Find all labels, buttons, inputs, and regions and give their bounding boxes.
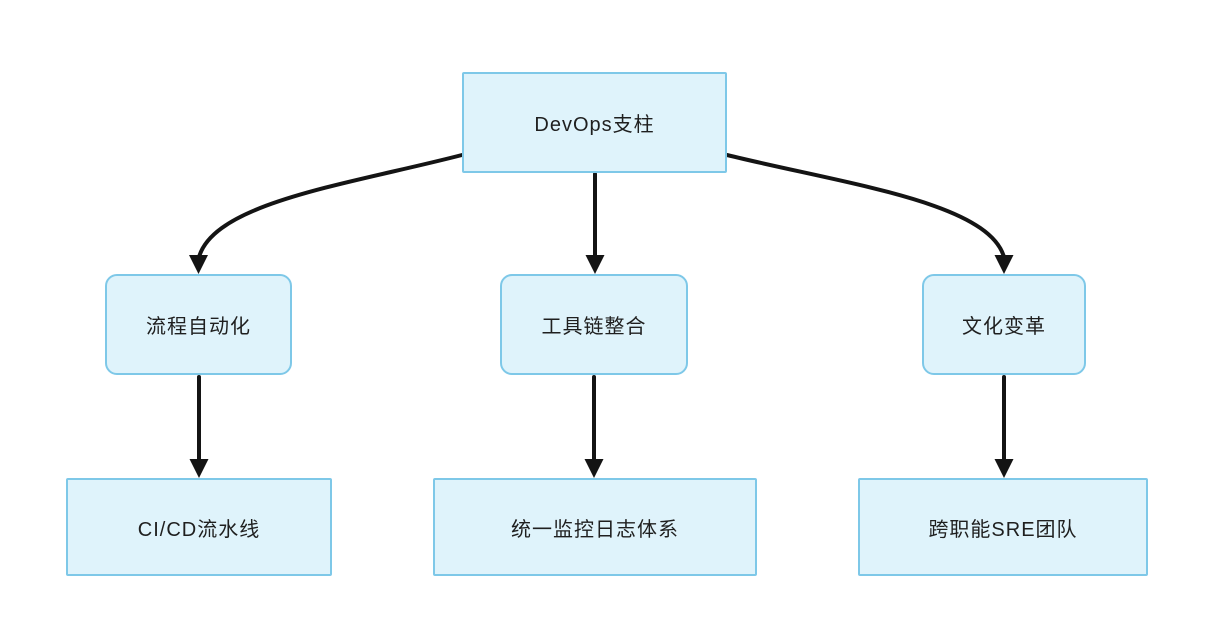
edge-root-culture [725, 153, 1014, 274]
edge-process-cicd [189, 375, 209, 478]
arrowhead-down-icon [584, 459, 604, 478]
node-label: DevOps支柱 [534, 114, 655, 136]
edge-toolchain-monitor [584, 375, 604, 478]
node-devops-pillars: DevOps支柱 [462, 72, 727, 173]
node-culture-change: 文化变革 [922, 274, 1086, 375]
arrowhead-down-icon [189, 459, 209, 478]
arrowhead-down-icon [994, 459, 1014, 478]
edge-root-process [189, 153, 464, 274]
node-process-automation: 流程自动化 [105, 274, 292, 375]
edge-culture-sre [994, 375, 1014, 478]
node-cross-functional-sre-team: 跨职能SRE团队 [858, 478, 1148, 576]
node-label: 文化变革 [962, 316, 1046, 338]
node-label: 流程自动化 [146, 316, 251, 338]
node-label: CI/CD流水线 [137, 518, 261, 541]
arrowhead-down-icon [994, 255, 1014, 274]
arrowhead-down-icon [189, 255, 208, 274]
node-unified-monitoring-logging: 统一监控日志体系 [433, 478, 757, 576]
edge-root-toolchain [585, 172, 605, 274]
node-label: 跨职能SRE团队 [928, 518, 1078, 541]
node-toolchain-integration: 工具链整合 [500, 274, 688, 375]
node-cicd-pipeline: CI/CD流水线 [66, 478, 332, 576]
node-label: 工具链整合 [541, 316, 647, 338]
node-label: 统一监控日志体系 [511, 518, 679, 541]
arrowhead-down-icon [585, 255, 605, 274]
